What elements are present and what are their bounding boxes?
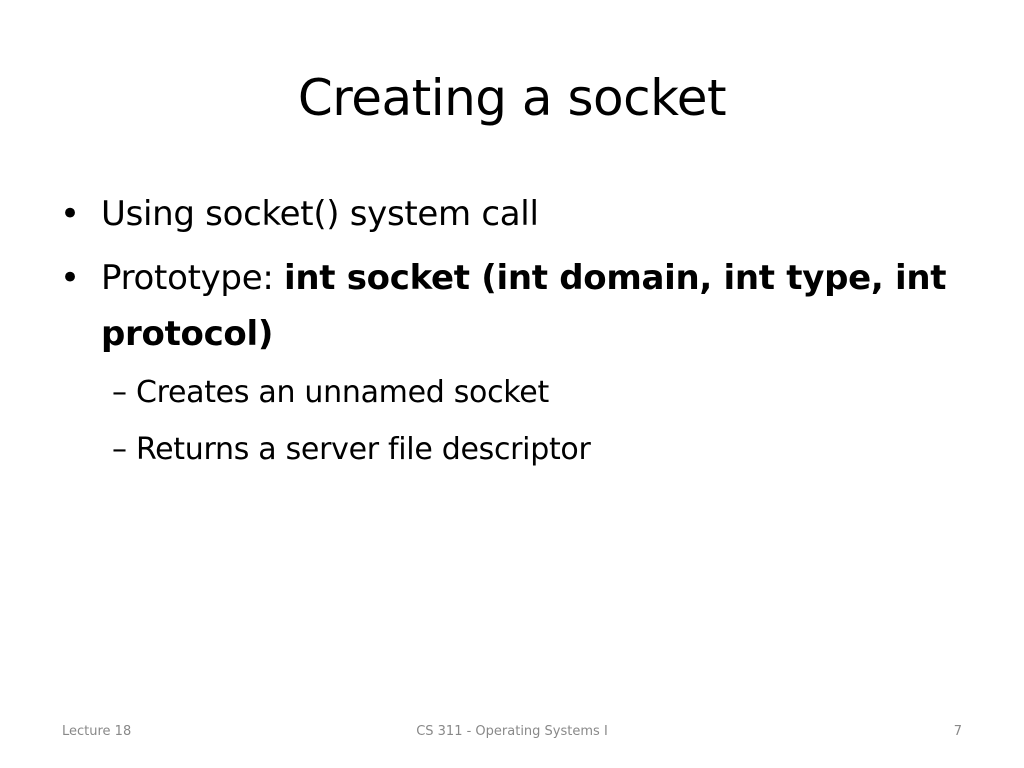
footer-slide-number: 7 [953, 724, 962, 739]
bullet-marker: • [60, 258, 80, 298]
bullet-text-wrapper: Prototype: int socket (int domain, int t… [60, 250, 980, 362]
sub-bullet-text: Creates an unnamed socket [135, 375, 549, 410]
sub-bullet-marker: – [112, 375, 127, 410]
prototype-signature: int socket (int domain, int type, int pr… [101, 258, 947, 354]
bullet-text: Using socket() system call [101, 194, 539, 234]
footer-course: CS 311 - Operating Systems I [416, 724, 608, 739]
bullet-marker: • [60, 194, 80, 234]
footer-lecture: Lecture 18 [62, 724, 132, 739]
sub-bullet-item: – Creates an unnamed socket [112, 371, 549, 415]
bullet-item: • Using socket() system call [60, 186, 980, 242]
bullet-prefix: Prototype: [101, 258, 284, 298]
sub-bullet-marker: – [112, 432, 127, 467]
sub-bullet-item: – Returns a server file descriptor [112, 428, 591, 472]
bullet-item: • Prototype: int socket (int domain, int… [60, 250, 980, 362]
sub-bullet-text: Returns a server file descriptor [135, 432, 591, 467]
slide-title: Creating a socket [297, 69, 727, 127]
